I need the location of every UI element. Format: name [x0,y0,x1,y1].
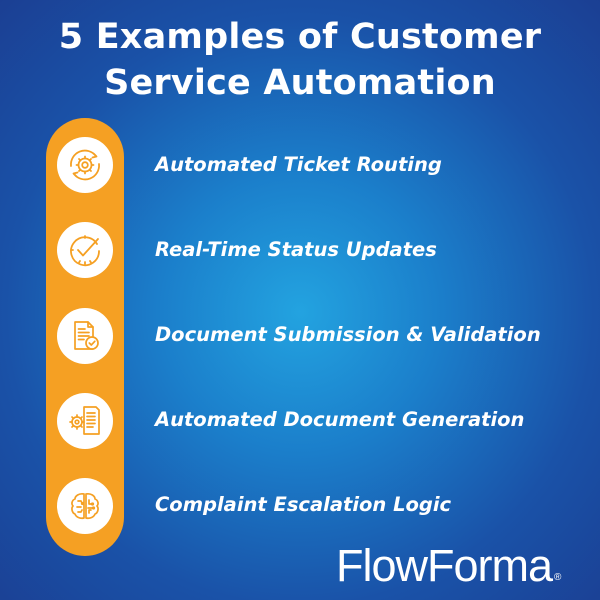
gear-icon [57,137,113,193]
brand-logo: FlowForma® [336,541,586,591]
item-label-complaint-escalation: Complaint Escalation Logic [155,493,452,516]
brand-name: FlowForma [336,540,553,591]
document-check-icon [57,308,113,364]
item-label-ticket-routing: Automated Ticket Routing [155,153,442,176]
title-line-1: 5 Examples of Customer [58,17,542,57]
item-label-document-submission: Document Submission & Validation [155,323,541,346]
document-gear-icon [57,393,113,449]
item-label-status-updates: Real-Time Status Updates [155,238,437,261]
registered-mark: ® [554,572,562,583]
title-line-2: Service Automation [104,63,496,103]
brain-circuit-icon [57,478,113,534]
page-title: 5 Examples of Customer Service Automatio… [0,14,600,106]
check-clock-icon [57,222,113,278]
item-label-document-generation: Automated Document Generation [155,408,525,431]
